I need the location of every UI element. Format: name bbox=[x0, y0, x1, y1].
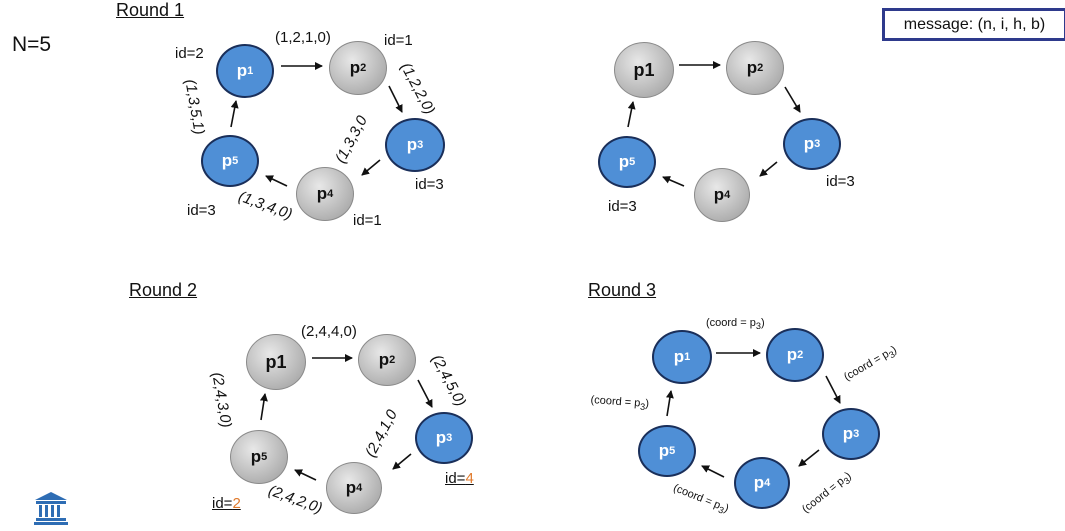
d3-arrow-3-4 bbox=[392, 453, 412, 470]
d3-arrow-4-5 bbox=[294, 469, 317, 481]
d2-arrow-5-1 bbox=[627, 101, 636, 128]
d2-arrow-4-5 bbox=[662, 176, 685, 187]
d1-id-p5: id=3 bbox=[187, 202, 216, 219]
d1-id-p3: id=3 bbox=[415, 176, 444, 193]
round-3-title: Round 3 bbox=[588, 280, 657, 300]
d3-node-p1: p1 bbox=[246, 334, 306, 390]
n-label: N=5 bbox=[12, 33, 52, 56]
d2-arrow-2-3 bbox=[784, 86, 801, 113]
d4-arrow-4-5 bbox=[701, 465, 725, 478]
d3-id-p3: id=4 bbox=[445, 470, 474, 487]
d1-id-p1: id=2 bbox=[175, 45, 204, 62]
institution-building-icon bbox=[34, 492, 68, 525]
d3-id-p5: id=2 bbox=[212, 495, 241, 512]
d4-arrow-5-1 bbox=[665, 390, 674, 417]
d1-arrow-3-4 bbox=[361, 159, 381, 176]
d1-id-p4: id=1 bbox=[353, 212, 382, 229]
d3-msg-1-2: (2,4,4,0) bbox=[301, 323, 357, 340]
d1-arrow-2-3 bbox=[388, 85, 403, 113]
d3-arrow-2-3 bbox=[417, 379, 433, 408]
d1-arrow-4-5 bbox=[265, 175, 288, 187]
d4-arrow-3-4 bbox=[798, 449, 820, 467]
round-1-title: Round 1 bbox=[116, 0, 185, 20]
d2-id-p5: id=3 bbox=[608, 198, 637, 215]
d3-arrow-5-1 bbox=[259, 393, 268, 421]
d4-msg-1-2: (coord = p3) bbox=[706, 317, 765, 332]
d2-arrow-3-4 bbox=[759, 161, 778, 177]
d1-arrow-5-1 bbox=[230, 100, 239, 128]
d2-node-p1: p1 bbox=[614, 42, 674, 98]
d1-msg-1-2: (1,2,1,0) bbox=[275, 29, 331, 46]
d1-id-p2: id=1 bbox=[384, 32, 413, 49]
d2-id-p3: id=3 bbox=[826, 173, 855, 190]
round-2-title: Round 2 bbox=[129, 280, 198, 300]
d4-arrow-2-3 bbox=[825, 375, 841, 404]
